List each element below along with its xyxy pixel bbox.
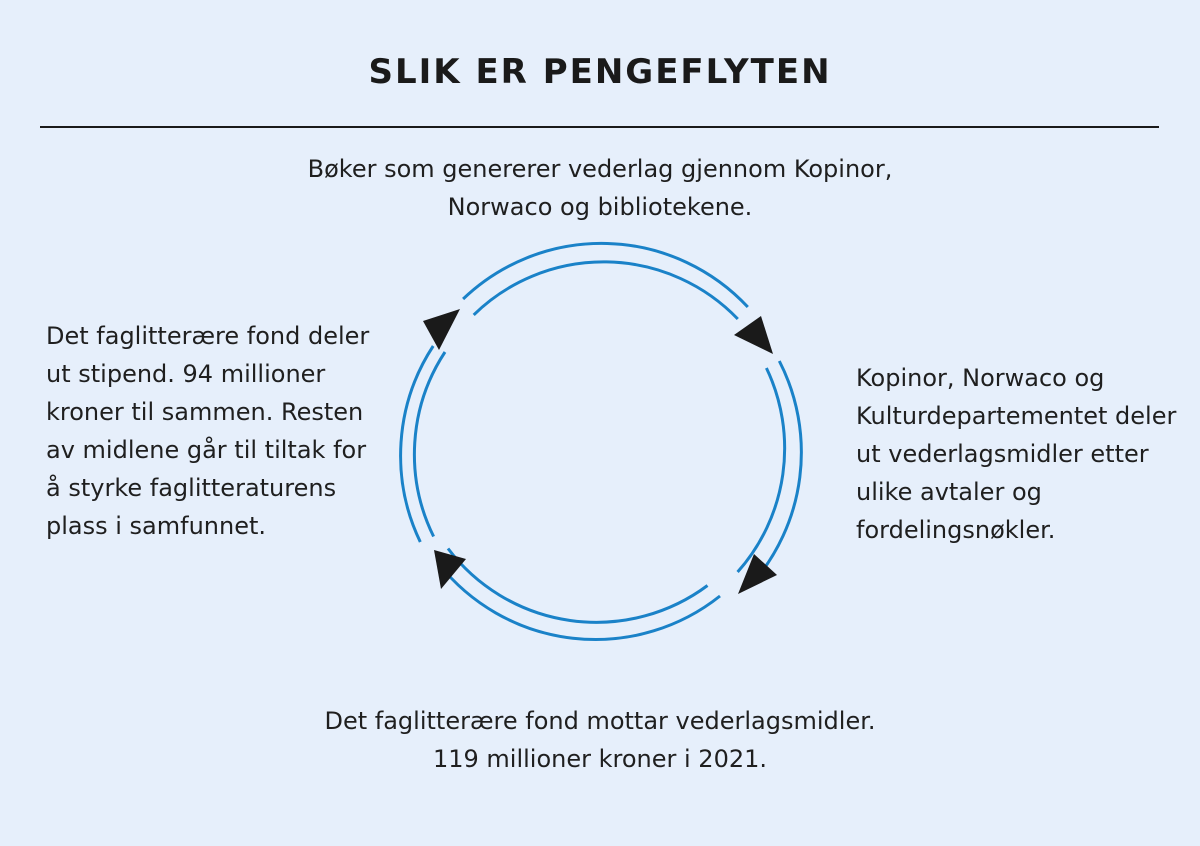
page-title: SLIK ER PENGEFLYTEN [368,52,832,92]
arrow-right-down-icon [734,316,773,354]
step-bottom-text: Det faglitterære fond mottar vederlagsmi… [324,707,876,773]
cycle-arc-bottom-outer [437,563,721,641]
cycle-arc-bottom-inner [446,547,709,624]
cycle-arc-right-inner [736,367,787,573]
cycle-diagram [399,241,803,641]
arrow-down-left-icon [738,554,777,594]
step-top-text: Bøker som genererer vederlag gjennom Kop… [307,155,893,221]
cycle-arc-right-outer [749,360,803,586]
step-left-text: Det faglitterære fond deler ut stipend. … [46,322,370,540]
arrow-left-up-icon [434,550,466,589]
arrow-up-right-icon [423,309,460,350]
cycle-arc-top-outer [462,241,749,309]
cycle-arc-left-inner [412,351,447,538]
cycle-arc-left-outer [399,345,435,543]
cycle-arc-top-inner [472,260,739,321]
step-right-text: Kopinor, Norwaco og Kulturdepartementet … [856,364,1177,544]
title-divider [40,126,1159,128]
